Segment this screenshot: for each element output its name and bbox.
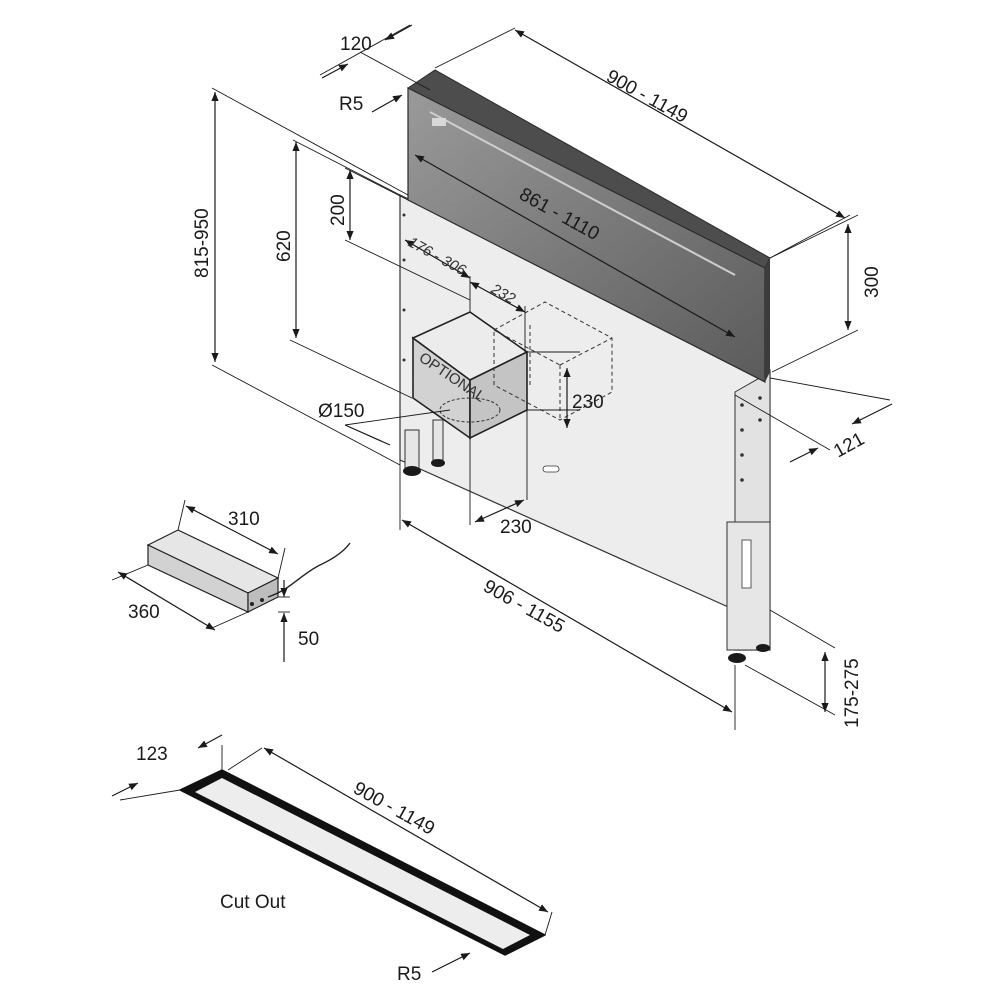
dim-top-radius: R5 <box>339 94 363 115</box>
dim-motor-height: 50 <box>298 629 319 650</box>
left-leg-back <box>432 419 444 461</box>
dim-top-width: 900 - 1149 <box>603 66 691 128</box>
left-leg <box>404 429 420 469</box>
right-foot-back <box>756 644 770 652</box>
dim-cutout-length: 900 - 1149 <box>350 778 438 840</box>
cutout-opening <box>195 778 530 949</box>
dim-motor-length: 360 <box>128 602 160 623</box>
dim-top-depth: 120 <box>340 34 372 55</box>
control-slot <box>542 465 560 473</box>
dim-body-height: 620 <box>274 230 295 262</box>
left-foot <box>403 466 421 476</box>
main-unit <box>211 24 893 730</box>
cutout-label: Cut Out <box>220 892 286 913</box>
dim-total-height: 815-950 <box>192 208 213 278</box>
dim-side-depth: 121 <box>830 429 868 463</box>
dim-motor-width: 310 <box>228 509 260 530</box>
dim-cutout-radius: R5 <box>397 964 421 985</box>
dim-duct-diameter: Ø150 <box>318 401 364 422</box>
dim-cutout-depth: 123 <box>136 744 168 765</box>
duct-circle <box>439 397 501 423</box>
dim-chimney-height: 300 <box>862 266 883 298</box>
dim-duct-box-height: 230 <box>572 392 604 413</box>
motor-box <box>111 499 351 662</box>
mounting-holes <box>402 213 762 482</box>
cutout-drawing <box>111 734 553 973</box>
dim-total-width: 906 - 1155 <box>480 576 568 638</box>
chimney-badge <box>432 118 446 126</box>
leg-slot <box>741 539 752 589</box>
dim-duct-offset: 200 <box>328 194 349 226</box>
right-foot <box>728 653 746 663</box>
chimney-side <box>765 258 770 382</box>
left-foot-back <box>431 459 445 467</box>
dim-leg-height: 175-275 <box>842 658 863 728</box>
dim-duct-box-width: 230 <box>500 517 532 538</box>
